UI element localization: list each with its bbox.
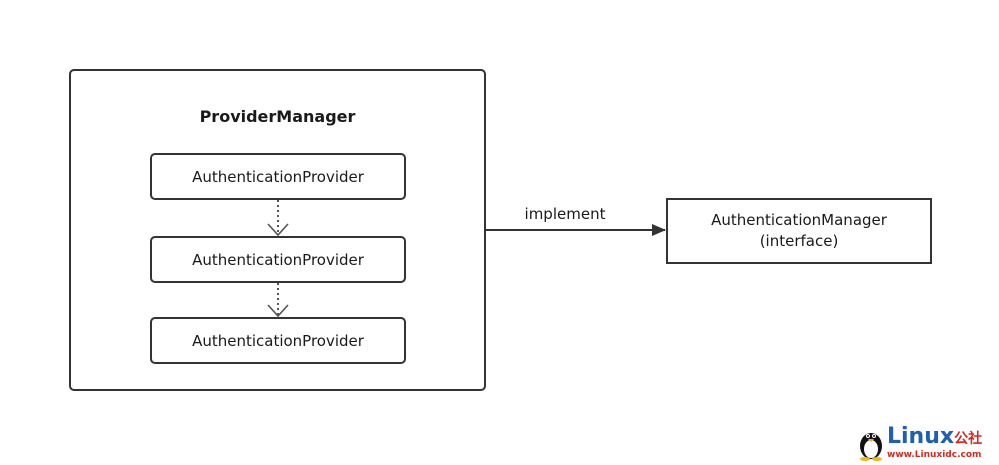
provider-box-3: [150, 317, 406, 364]
authentication-manager-kind: (interface): [759, 232, 839, 250]
provider-box-1: [150, 153, 406, 200]
dotted-arrow-1: [267, 200, 289, 237]
watermark-brand-text: Linux: [887, 424, 955, 449]
provider-label-1: AuthenticationProvider: [192, 167, 364, 186]
authentication-manager-box: [666, 198, 932, 264]
tux-penguin-icon: [860, 433, 882, 461]
provider-label-2: AuthenticationProvider: [192, 250, 364, 269]
provider-manager-title: ProviderManager: [199, 106, 356, 126]
implement-label: implement: [524, 205, 606, 223]
watermark-brand-suffix: 公社: [954, 431, 983, 447]
authentication-manager-name: AuthenticationManager: [711, 211, 887, 229]
watermark-url: www.Linuxidc.com: [887, 450, 982, 460]
watermark: Linux公社 www.Linuxidc.com: [857, 425, 995, 463]
authentication-manager-label: AuthenticationManager (interface): [667, 199, 931, 263]
provider-box-2: [150, 236, 406, 283]
provider-label-3: AuthenticationProvider: [192, 331, 364, 350]
dotted-arrow-2: [267, 283, 289, 318]
watermark-brand: Linux公社: [887, 425, 982, 451]
